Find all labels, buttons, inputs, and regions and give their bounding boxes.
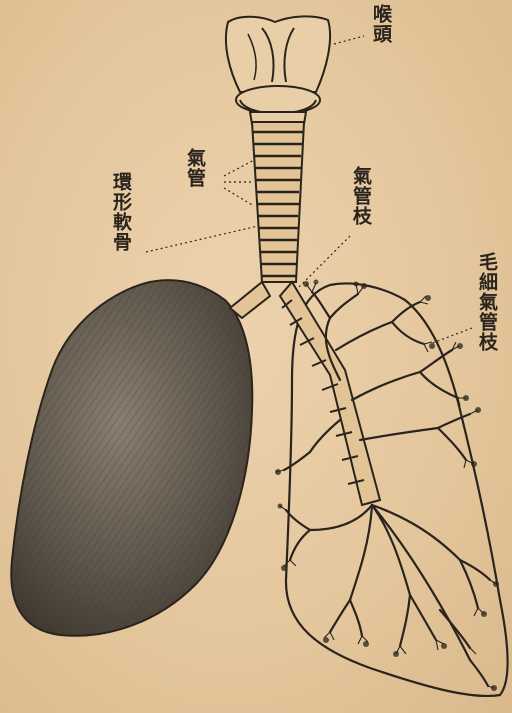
bronchus-label: 氣管枝 — [350, 166, 370, 226]
bronchial-twigs — [276, 283, 496, 688]
bronchiole-label: 毛細氣管枝 — [476, 252, 496, 352]
larynx — [226, 16, 330, 124]
trachea — [252, 122, 304, 282]
cartilage-ring-label: 環形軟骨 — [110, 172, 130, 252]
larynx-label: 喉頭 — [370, 4, 390, 44]
trachea-label: 氣管 — [184, 148, 204, 188]
